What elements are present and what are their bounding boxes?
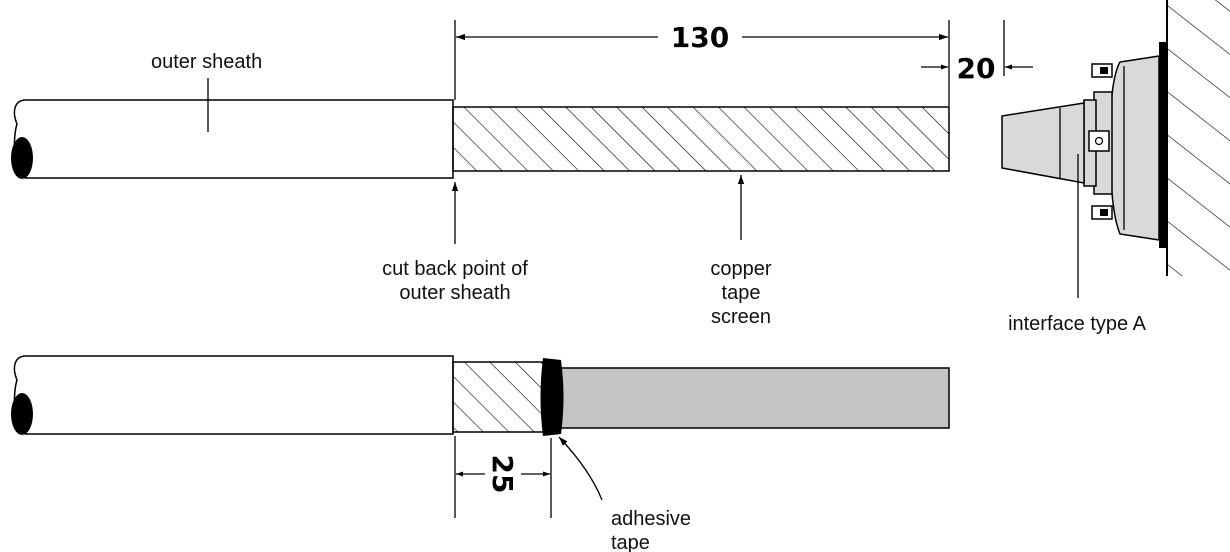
cut-back-label-line2: outer sheath bbox=[399, 282, 510, 304]
dim-20-text: 20 bbox=[957, 52, 996, 85]
adhesive-label-line1: adhesive bbox=[611, 508, 691, 530]
insulation-core bbox=[560, 367, 950, 429]
adhesive-tape-band bbox=[540, 358, 564, 436]
dimension-20: 20 bbox=[921, 20, 1033, 85]
copper-label-line2: tape bbox=[722, 282, 761, 304]
bottom-outer-sheath-body bbox=[13, 355, 454, 435]
bushing-cone bbox=[1001, 102, 1085, 184]
copper-label-line1: copper bbox=[710, 258, 771, 280]
cut-back-label-line1: cut back point of bbox=[382, 258, 528, 280]
dimension-25: 25 bbox=[454, 436, 552, 518]
wall-hatch bbox=[1166, 0, 1230, 276]
top-cable bbox=[11, 78, 950, 179]
top-outer-sheath-body bbox=[13, 99, 454, 179]
adhesive-label-line2: tape bbox=[611, 532, 650, 552]
adhesive-tape-leader bbox=[558, 436, 603, 501]
bottom-cable bbox=[11, 355, 950, 436]
copper-label-line3: screen bbox=[711, 306, 771, 328]
copper-tape-screen bbox=[452, 106, 950, 172]
interface-housing bbox=[1109, 55, 1160, 241]
dim-25-text: 25 bbox=[486, 455, 519, 494]
center-terminal bbox=[1088, 130, 1110, 152]
exposed-copper-screen bbox=[452, 361, 546, 433]
bottom-cable-end bbox=[11, 393, 33, 435]
top-cable-end bbox=[11, 137, 33, 179]
interface-type-a bbox=[1001, 0, 1230, 298]
interface-label: interface type A bbox=[1008, 313, 1147, 335]
center-terminal-hole bbox=[1094, 136, 1104, 146]
top-bolt-head bbox=[1100, 67, 1108, 74]
outer-sheath-label: outer sheath bbox=[151, 51, 262, 73]
mounting-gasket bbox=[1159, 42, 1167, 248]
dimension-130: 130 bbox=[454, 20, 950, 106]
dim-130-text: 130 bbox=[671, 21, 729, 54]
bottom-bolt-head bbox=[1100, 209, 1108, 216]
